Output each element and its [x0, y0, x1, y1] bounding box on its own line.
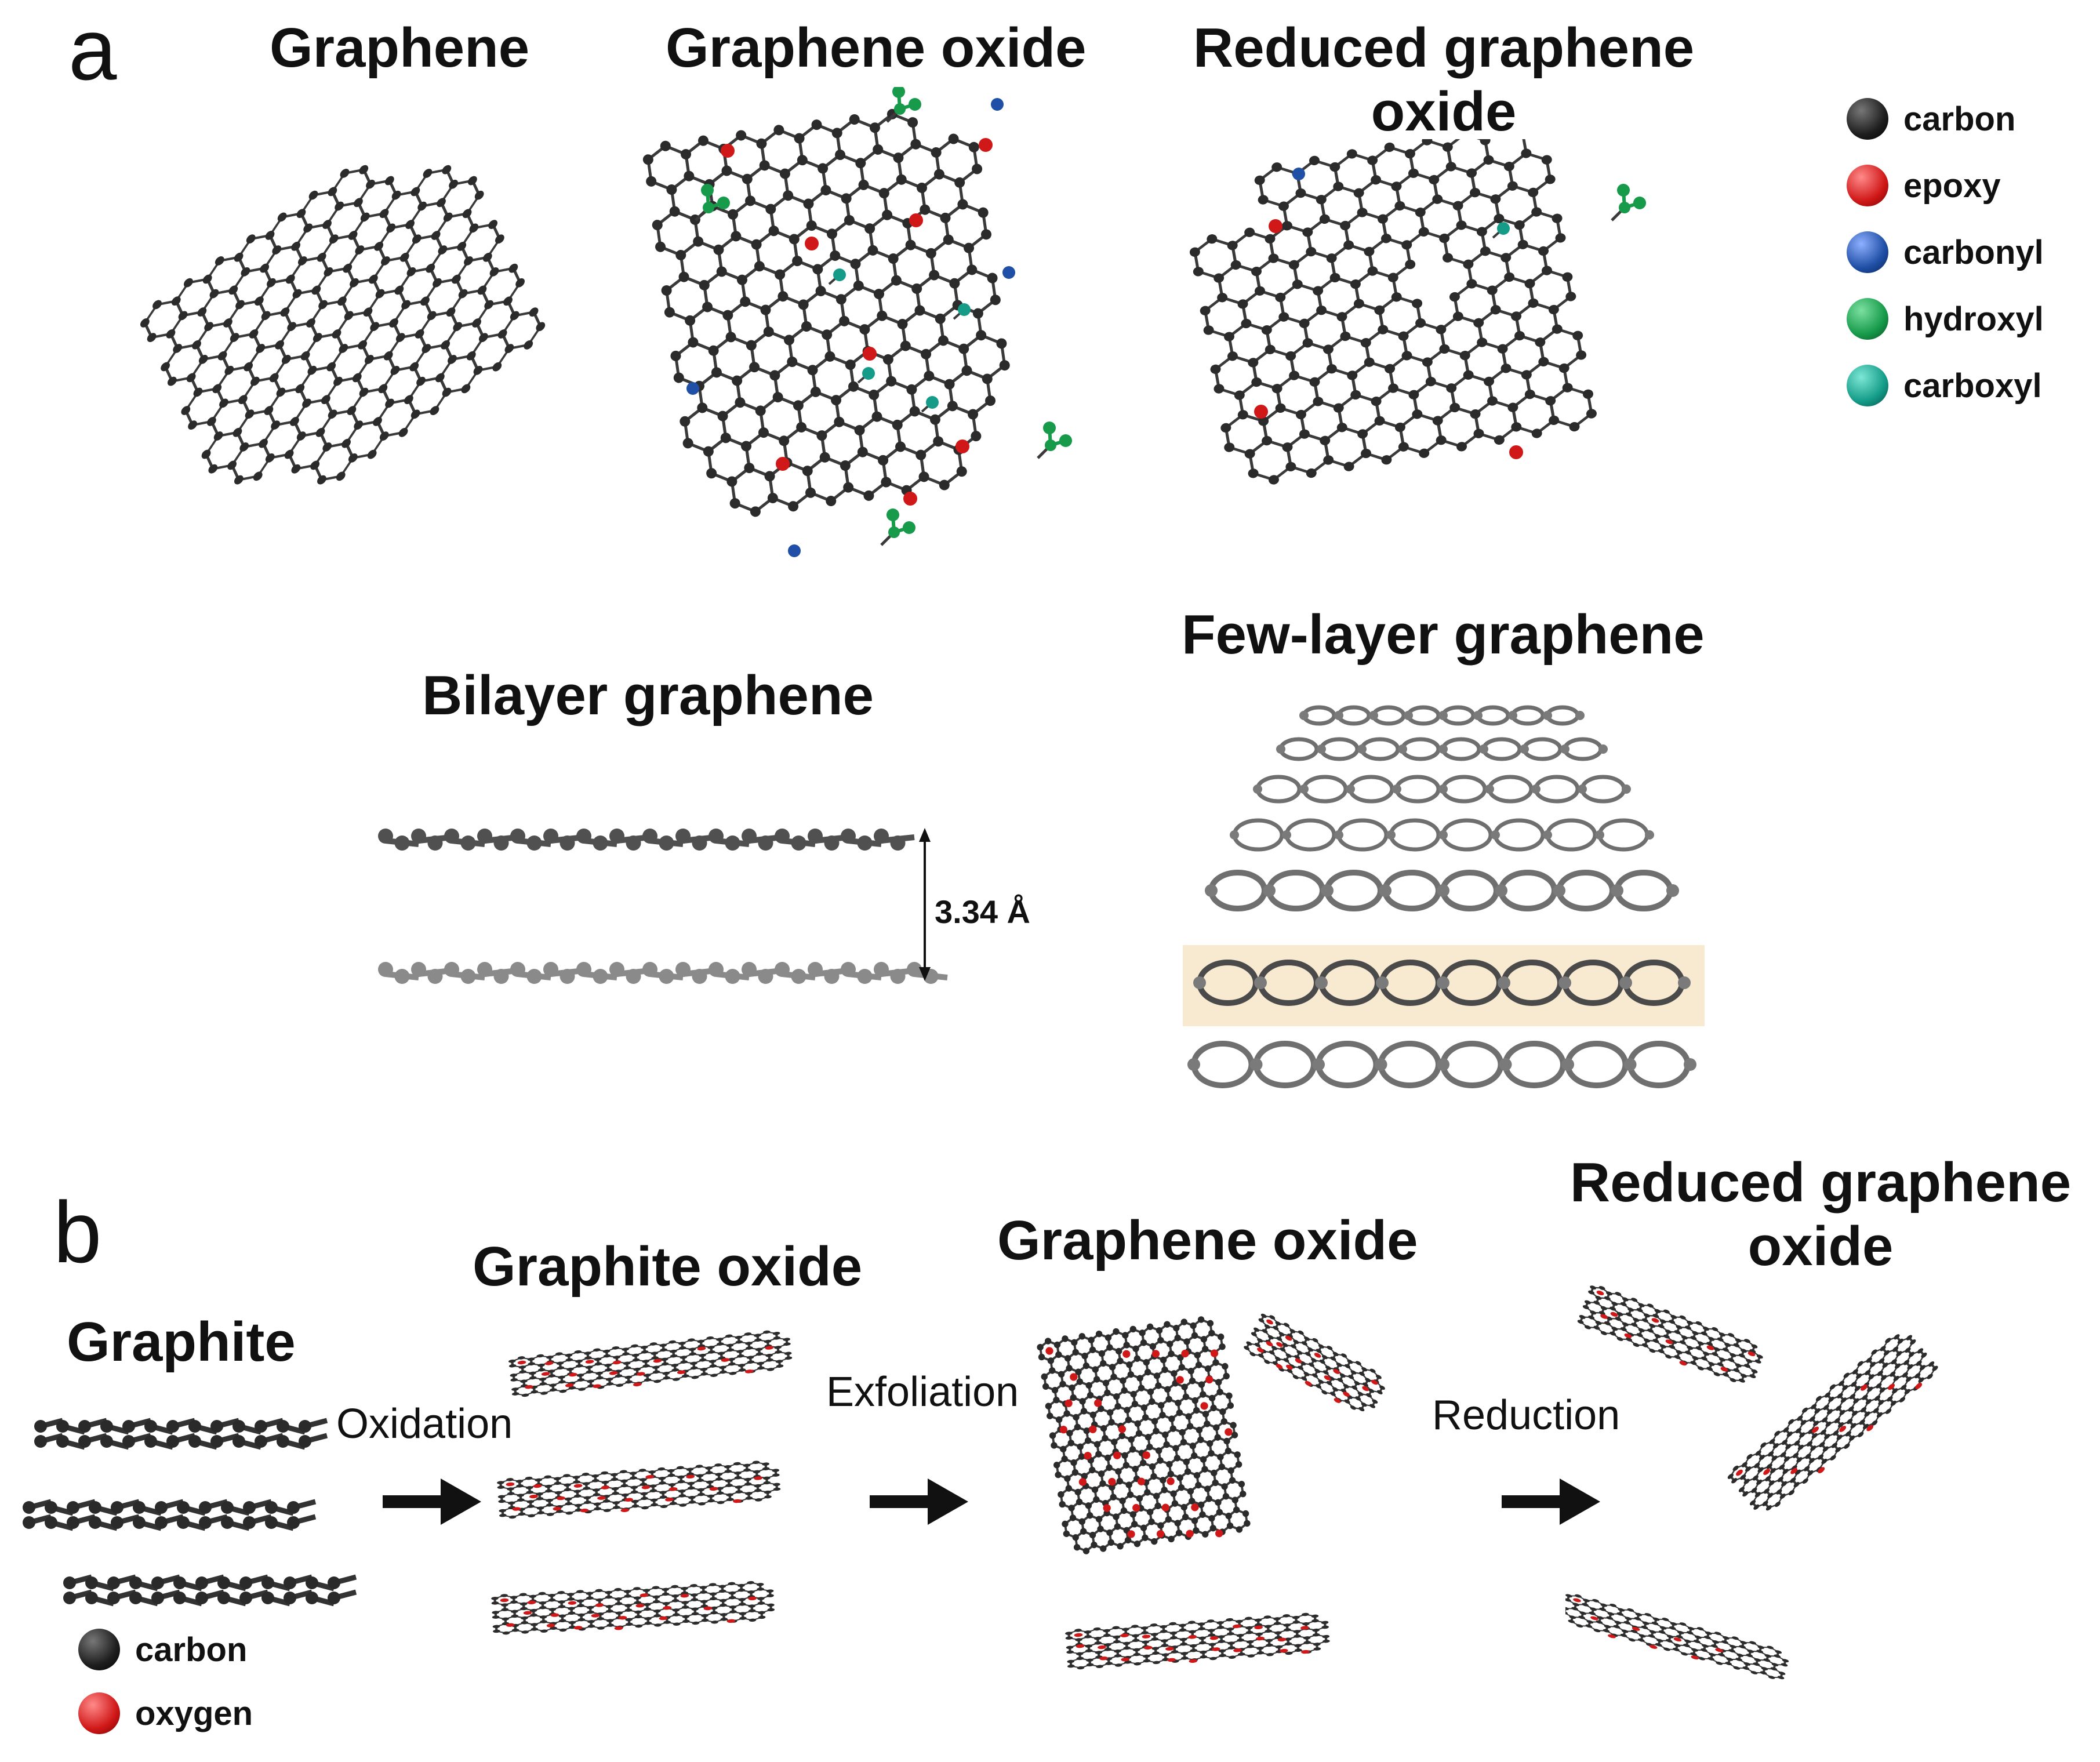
exfoliated-go-sheets	[1037, 1313, 1385, 1670]
graphene-oxide-structure	[638, 87, 1136, 597]
carbonyl-ball-icon	[1847, 231, 1888, 273]
arrow-head-top	[919, 828, 931, 842]
reduced-b-title-line2: oxide	[1747, 1215, 1894, 1278]
graphite-oxide-structure	[470, 1310, 875, 1693]
bilayer-top-layer	[378, 829, 915, 851]
legend-label-epoxy: epoxy	[1903, 166, 2001, 205]
reduced-graphene-oxide-structure	[1171, 139, 1676, 533]
legend-item-carboxyl: carboxyl	[1847, 359, 2044, 412]
panel-a-letter: a	[68, 1, 117, 98]
arrow-head-bottom	[919, 967, 931, 981]
bilayer-bottom-layer	[378, 962, 948, 984]
graphene-lattice-svg	[140, 165, 546, 485]
few-layer-graphene-title: Few-layer graphene	[1182, 604, 1705, 666]
oxidation-arrow-icon	[383, 1478, 481, 1525]
reduced-graphene-oxide-svg	[1189, 139, 1646, 485]
few-layer-svg	[1183, 705, 1705, 1088]
exfoliation-step-label: Exfoliation	[826, 1369, 1019, 1415]
legend-label-carbon: carbon	[1903, 100, 2016, 138]
exfoliation-arrow-icon	[870, 1478, 968, 1525]
reduced-go-b-svg	[1565, 1285, 1938, 1680]
legend-label-oxygen: oxygen	[135, 1694, 253, 1732]
panel-b-letter: b	[53, 1183, 102, 1281]
graphene-title: Graphene	[270, 17, 530, 79]
reduced-title-line2: oxide	[1371, 81, 1517, 143]
carboxyl-ball-icon	[1847, 365, 1888, 406]
legend-functional-groups: carbon epoxy carbonyl hydroxyl carboxyl	[1847, 93, 2044, 412]
graphite-oxide-layers	[491, 1330, 793, 1635]
reduced-graphene-oxide-b-title: Reduced graphene oxide	[1548, 1151, 2093, 1279]
bilayer-svg	[378, 828, 948, 984]
graphite-title: Graphite	[67, 1311, 296, 1373]
exfoliated-graphene-oxide-structure	[997, 1281, 1519, 1722]
graphite-oxide-svg	[491, 1330, 793, 1635]
oxygen-ball-icon	[78, 1692, 120, 1734]
reduction-arrow-icon	[1502, 1478, 1600, 1525]
legend-item-oxygen: oxygen	[78, 1687, 253, 1739]
graphene-oxide-svg	[642, 87, 1072, 557]
reduced-graphene-oxide-groups	[1254, 168, 1646, 459]
bilayer-graphene-title: Bilayer graphene	[422, 664, 874, 726]
few-layer-stack	[1187, 705, 1696, 1088]
legend-label-carbonyl: carbonyl	[1903, 233, 2044, 271]
bilayer-graphene-structure	[371, 800, 1009, 1020]
legend-item-hydroxyl: hydroxyl	[1847, 293, 2044, 345]
reduced-go-b-structure	[1565, 1276, 2087, 1739]
graphite-structure	[17, 1392, 365, 1612]
graphite-oxide-title: Graphite oxide	[473, 1236, 863, 1298]
reduced-title-line1: Reduced graphene	[1193, 17, 1695, 79]
epoxy-ball-icon	[1847, 165, 1888, 206]
legend-label-hydroxyl: hydroxyl	[1903, 300, 2044, 338]
reduced-graphene-oxide-title: Reduced graphene oxide	[1171, 16, 1716, 144]
legend-label-carbon-b: carbon	[135, 1630, 248, 1669]
carbon-ball-b-icon	[78, 1629, 120, 1670]
reduction-step-label: Reduction	[1432, 1392, 1621, 1438]
legend-item-epoxy: epoxy	[1847, 159, 2044, 212]
graphene-oxide-title: Graphene oxide	[666, 17, 1087, 79]
oxidation-step-label: Oxidation	[336, 1401, 513, 1447]
carbon-ball-icon	[1847, 98, 1888, 140]
graphene-lattice	[140, 165, 546, 485]
hydroxyl-ball-icon	[1847, 298, 1888, 340]
graphene-oxide-lattice	[642, 108, 1010, 517]
legend-item-carbonyl: carbonyl	[1847, 226, 2044, 278]
few-layer-graphene-structure	[1165, 690, 1716, 1119]
reduced-go-b-sheets	[1565, 1285, 1938, 1680]
graphite-layers	[23, 1418, 357, 1607]
reduced-b-title-line1: Reduced graphene	[1569, 1151, 2072, 1214]
reduced-graphene-oxide-lattice	[1189, 139, 1597, 485]
graphene-oxide-groups	[686, 87, 1072, 557]
graphene-structure	[128, 139, 632, 533]
interlayer-spacing-label: 3.34 Å	[935, 893, 1030, 930]
legend-label-carboxyl: carboxyl	[1903, 366, 2042, 405]
graphene-oxide-b-title: Graphene oxide	[997, 1209, 1418, 1271]
graphite-svg	[23, 1418, 357, 1607]
legend-atoms: carbon oxygen	[78, 1623, 253, 1739]
exfoliated-go-svg	[1037, 1313, 1385, 1670]
legend-item-carbon-b: carbon	[78, 1623, 253, 1676]
legend-item-carbon: carbon	[1847, 93, 2044, 145]
